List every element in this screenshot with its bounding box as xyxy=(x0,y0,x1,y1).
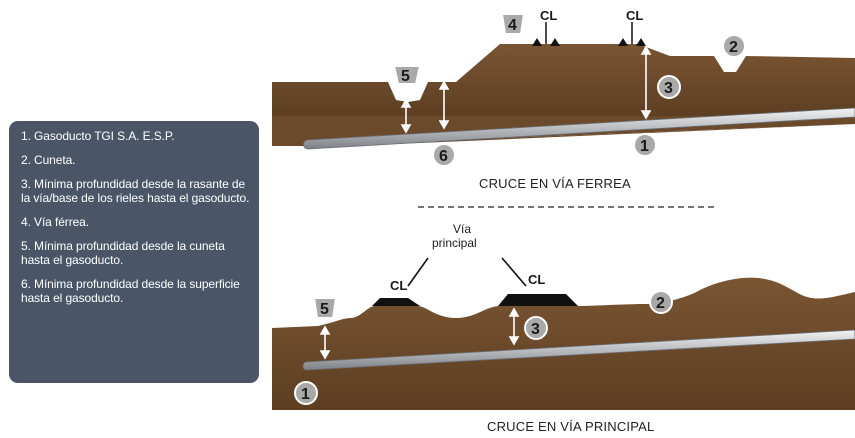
road-surface-right xyxy=(498,294,578,306)
centerline-marker-left: CL xyxy=(540,8,557,44)
legend-panel: 1. Gasoducto TGI S.A. E.S.P. 2. Cuneta. … xyxy=(9,121,259,383)
svg-text:6: 6 xyxy=(439,148,448,165)
callout-via: Vía xyxy=(453,222,471,236)
svg-text:CL: CL xyxy=(528,272,545,287)
depth-arrows-road xyxy=(319,307,520,360)
callout-lines xyxy=(407,257,527,287)
marker-1-road: 1 xyxy=(294,381,318,405)
marker-5-road: 5 xyxy=(312,297,338,319)
svg-text:3: 3 xyxy=(664,80,673,97)
railway-caption: CRUCE EN VÍA FERREA xyxy=(479,176,631,191)
gas-pipe-railway xyxy=(303,107,855,150)
svg-text:1: 1 xyxy=(301,386,310,403)
legend-item-5: 5. Mínima profundidad desde la cuneta ha… xyxy=(21,239,225,267)
svg-text:2: 2 xyxy=(729,39,738,56)
svg-text:2: 2 xyxy=(656,295,665,312)
legend-item-4: 4. Vía férrea. xyxy=(21,215,89,229)
legend-item-6: 6. Mínima profundidad desde la superfici… xyxy=(21,277,240,305)
marker-5-railway: 5 xyxy=(392,65,422,85)
svg-text:5: 5 xyxy=(401,68,410,85)
marker-2-railway: 2 xyxy=(722,34,746,58)
svg-text:CL: CL xyxy=(626,8,643,23)
railway-soil xyxy=(272,44,855,118)
marker-3-railway: 3 xyxy=(657,75,681,99)
gas-pipe-road xyxy=(302,329,855,371)
rails-right xyxy=(618,38,646,46)
railway-section: CL CL 5 4 2 3 xyxy=(272,8,855,167)
marker-3-road: 3 xyxy=(524,316,548,340)
svg-text:5: 5 xyxy=(320,301,329,318)
centerline-marker-right: CL xyxy=(626,8,643,44)
legend-item-1: 1. Gasoducto TGI S.A. E.S.P. xyxy=(21,129,175,143)
centerline-marker-road-right: CL xyxy=(528,272,545,287)
marker-1-railway: 1 xyxy=(633,133,657,157)
marker-4-railway: 4 xyxy=(500,13,526,35)
rails-left xyxy=(532,38,560,46)
legend-item-2: 2. Cuneta. xyxy=(21,153,76,167)
svg-text:CL: CL xyxy=(540,8,557,23)
road-caption: CRUCE EN VÍA PRINCIPAL xyxy=(487,419,655,434)
legend-item-3: 3. Mínima profundidad desde la rasante d… xyxy=(21,177,250,205)
svg-text:3: 3 xyxy=(531,321,540,338)
svg-text:1: 1 xyxy=(640,138,649,155)
centerline-marker-road-left: CL xyxy=(390,278,407,293)
marker-6-railway: 6 xyxy=(432,143,456,167)
svg-text:CL: CL xyxy=(390,278,407,293)
svg-text:4: 4 xyxy=(508,17,517,34)
road-surface-left xyxy=(372,298,420,306)
depth-arrows-railway xyxy=(400,45,652,134)
marker-2-road: 2 xyxy=(649,290,673,314)
road-section: CL CL Vía principal 5 3 xyxy=(272,222,855,410)
callout-principal: principal xyxy=(432,236,477,250)
road-soil xyxy=(272,277,855,410)
